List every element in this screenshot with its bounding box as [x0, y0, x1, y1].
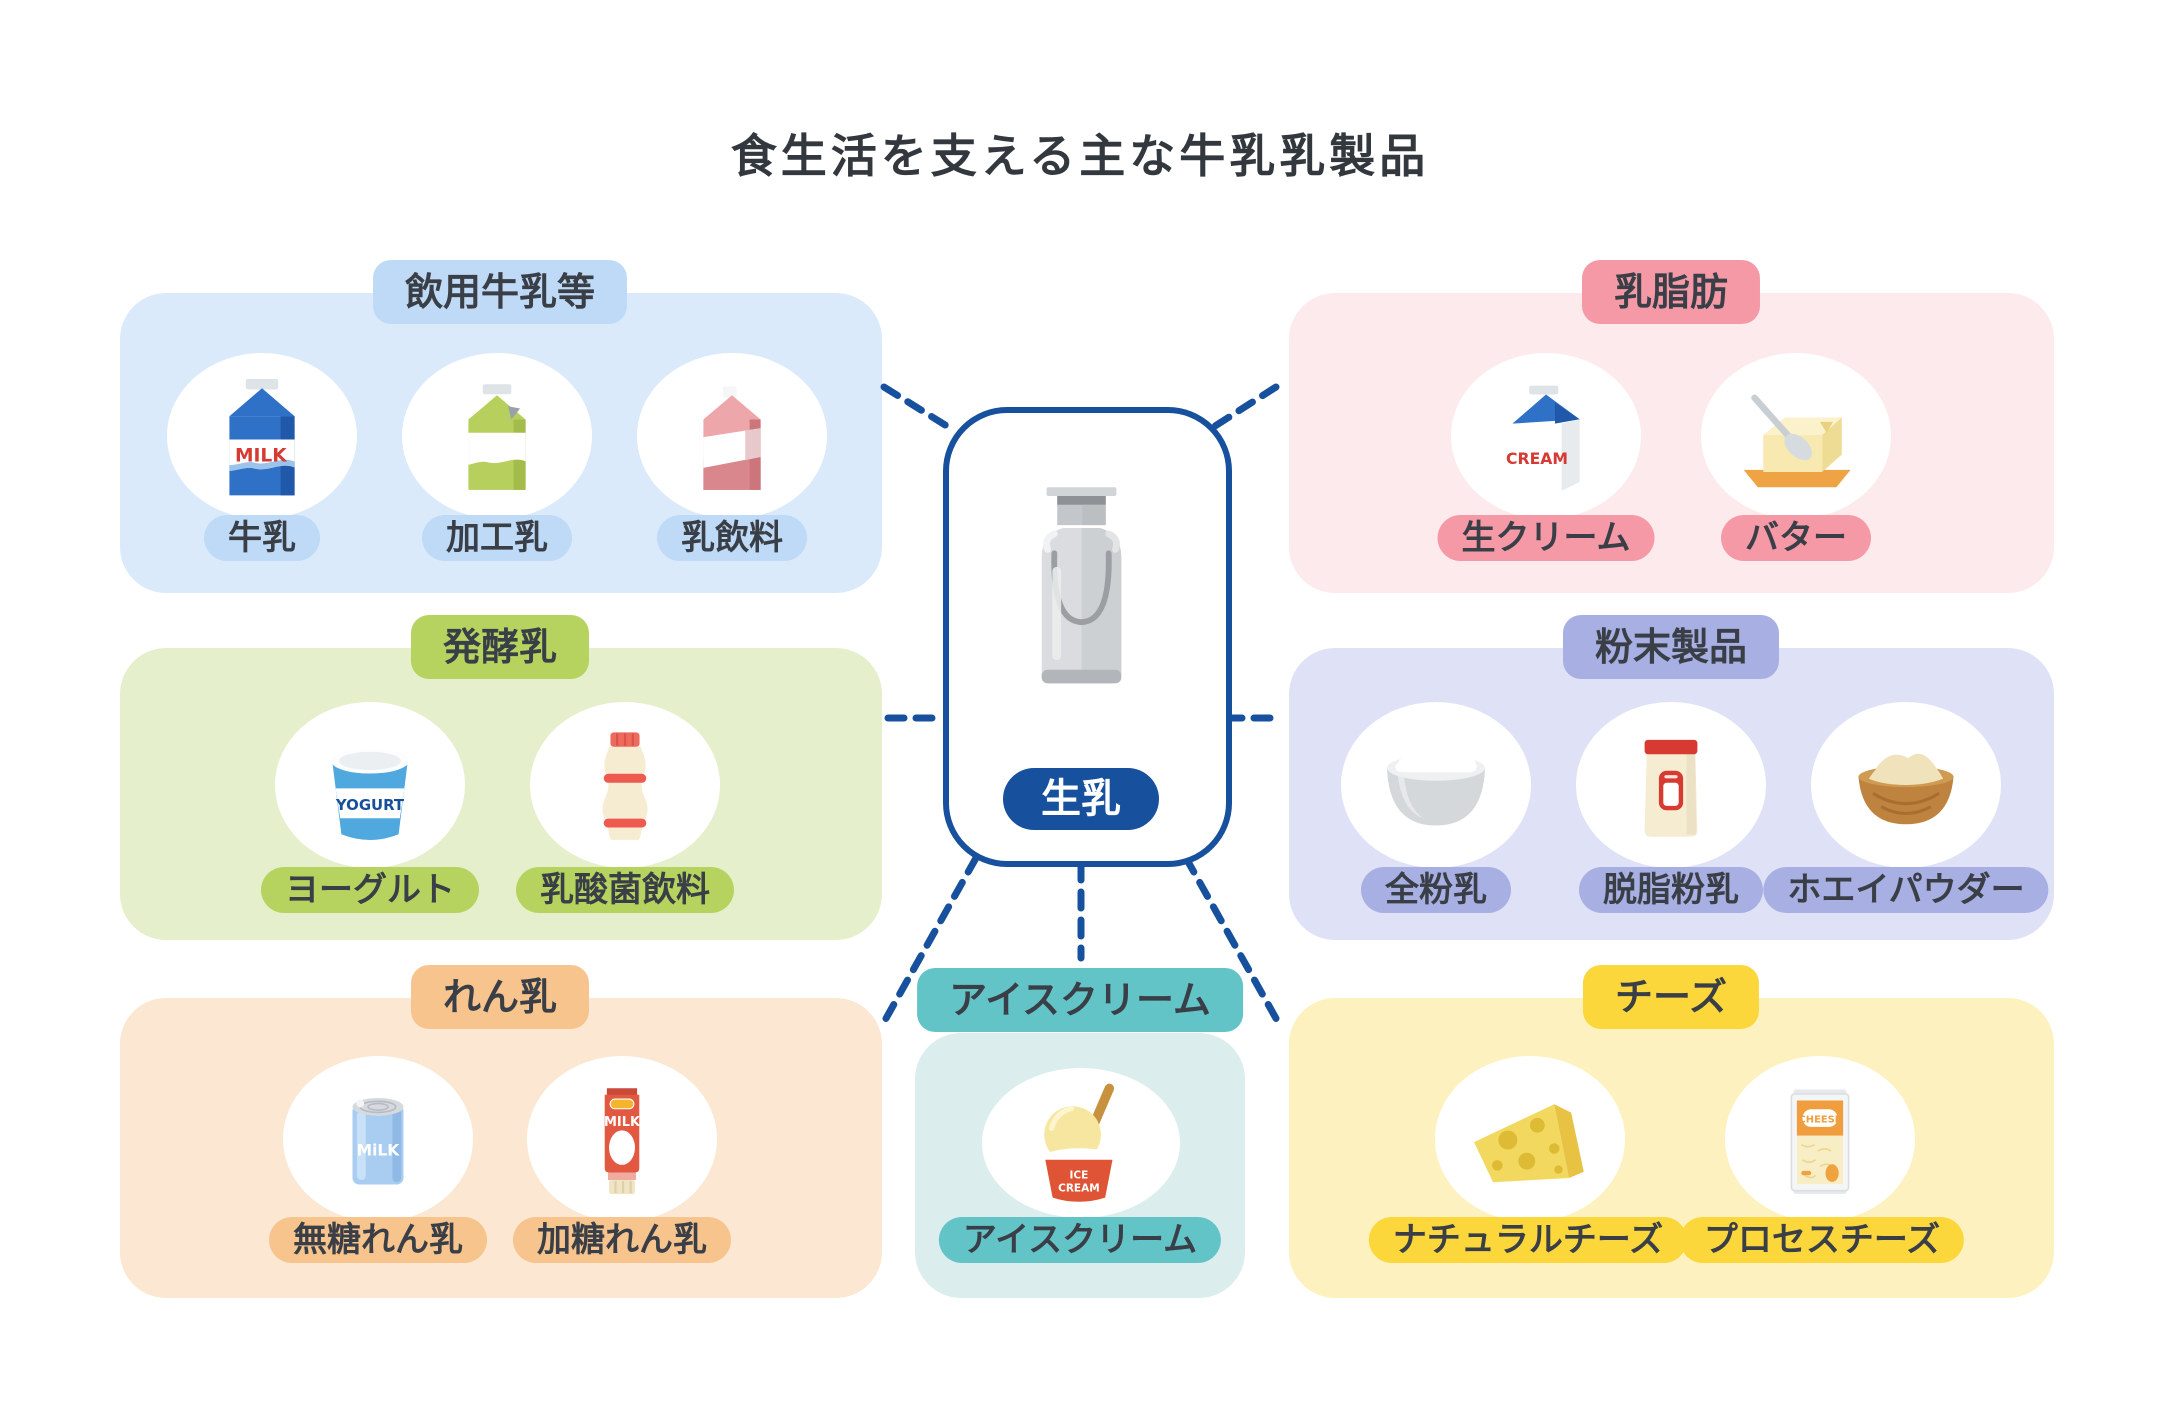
item-circle: [1811, 702, 2001, 868]
svg-text:MILK: MILK: [235, 446, 287, 467]
yogurt-cup-icon: YOGURT: [331, 748, 409, 840]
connector-bottom-right: [1182, 854, 1282, 1026]
item-circle: CHEESE: [1725, 1056, 1915, 1222]
connector-top-left: [880, 383, 954, 432]
item-circle: MILK: [167, 353, 357, 519]
milk-carton-green-icon: [468, 384, 526, 490]
item-label: 牛乳: [204, 515, 320, 561]
svg-text:MILK: MILK: [604, 1115, 641, 1130]
item-label: 無糖れん乳: [269, 1217, 487, 1263]
category-box-milk-fat: [1289, 293, 2054, 593]
milk-carton-pink-icon: [703, 386, 761, 490]
item-label: 生クリーム: [1437, 515, 1655, 561]
lactic-acid-drink-icon: [602, 732, 648, 840]
item-label: ヨーグルト: [261, 867, 479, 913]
item-label: バター: [1721, 515, 1871, 561]
svg-text:YOGURT: YOGURT: [335, 796, 405, 814]
item-label: アイスクリーム: [938, 1217, 1222, 1263]
process-cheese-bag-icon: CHEESE: [1790, 1089, 1850, 1194]
milk-can-icon: [1041, 487, 1122, 684]
item-circle: MILK: [527, 1056, 717, 1222]
svg-text:CHEESE: CHEESE: [1799, 1115, 1842, 1126]
category-header-fermented-milk: 発酵乳: [410, 615, 590, 679]
item-label: 脱脂粉乳: [1579, 867, 1763, 913]
connector-bottom-left: [880, 854, 980, 1026]
condensed-milk-can-icon: MiLK: [352, 1097, 404, 1185]
ice-cream-cup-icon: ICE CREAM: [1043, 1083, 1115, 1202]
item-label: 加糖れん乳: [513, 1217, 731, 1263]
category-header-powdered-products: 粉末製品: [1562, 615, 1780, 679]
category-header-milk-fat: 乳脂肪: [1581, 260, 1761, 324]
category-box-fermented-milk: [120, 648, 882, 940]
butter-icon: [1743, 394, 1851, 488]
category-header-condensed-milk: れん乳: [410, 965, 590, 1029]
item-label: ナチュラルチーズ: [1368, 1217, 1688, 1263]
cream-carton-icon: CREAM: [1506, 385, 1580, 491]
condensed-milk-tube-icon: MILK: [604, 1088, 641, 1195]
item-circle: ICE CREAM: [982, 1068, 1180, 1218]
skim-milk-powder-bag-icon: [1644, 739, 1698, 837]
item-label: 乳飲料: [657, 515, 807, 561]
whey-powder-bowl-icon: [1858, 753, 1954, 825]
category-header-drinking-milk: 飲用牛乳等: [372, 260, 628, 324]
natural-cheese-wedge-icon: [1474, 1104, 1584, 1183]
item-label: 全粉乳: [1361, 867, 1511, 913]
item-circle: [637, 353, 827, 519]
item-circle: YOGURT: [275, 702, 465, 868]
item-label: ホエイパウダー: [1763, 867, 2049, 913]
item-circle: CREAM: [1451, 353, 1641, 519]
item-circle: [530, 702, 720, 868]
item-circle: MiLK: [283, 1056, 473, 1222]
raw-milk-label: 生乳: [1003, 768, 1159, 830]
item-label: 加工乳: [422, 515, 572, 561]
item-circle: [1576, 702, 1766, 868]
connector-top-right: [1208, 383, 1280, 432]
svg-text:CREAM: CREAM: [1506, 449, 1568, 468]
category-header-ice-cream: アイスクリーム: [917, 968, 1243, 1032]
item-label: プロセスチーズ: [1679, 1217, 1965, 1263]
page-title: 食生活を支える主な牛乳乳製品: [730, 129, 1430, 183]
svg-text:CREAM: CREAM: [1058, 1182, 1100, 1194]
item-label: 乳酸菌飲料: [516, 867, 734, 913]
svg-text:ICE: ICE: [1070, 1170, 1089, 1182]
whole-milk-powder-bowl-icon: [1386, 747, 1486, 826]
item-circle: [1701, 353, 1891, 519]
milk-carton-blue-icon: MILK: [229, 378, 295, 496]
category-box-condensed-milk: [120, 998, 882, 1298]
item-circle: [402, 353, 592, 519]
svg-text:MiLK: MiLK: [357, 1142, 401, 1160]
item-circle: [1435, 1056, 1625, 1222]
category-header-cheese: チーズ: [1582, 965, 1760, 1029]
item-circle: [1341, 702, 1531, 868]
